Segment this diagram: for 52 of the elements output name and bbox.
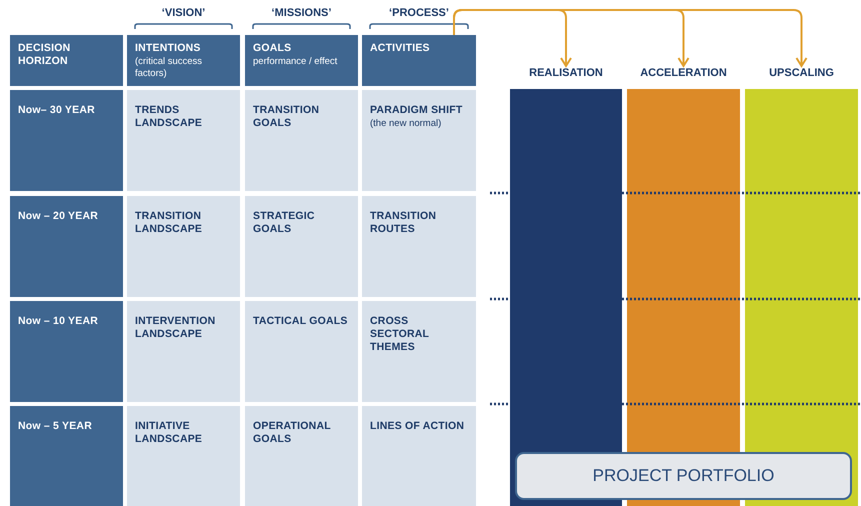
cell-title: INITIATIVE LANDSCAPE xyxy=(135,420,204,446)
arrow xyxy=(453,9,808,67)
row-header-cell xyxy=(10,90,123,191)
table-cell xyxy=(245,301,358,402)
table-cell xyxy=(127,406,240,506)
cell-title: ACTIVITIES xyxy=(370,42,431,55)
table-cell xyxy=(362,196,476,297)
row-header-cell xyxy=(10,196,123,297)
cell-title: INTENTIONS xyxy=(135,42,202,55)
cell-title: INTERVENTION LANDSCAPE xyxy=(135,315,216,341)
cell-title: TACTICAL GOALS xyxy=(253,315,349,328)
portfolio-box xyxy=(515,452,852,500)
table-cell xyxy=(127,301,240,402)
cell-title: OPERATIONAL GOALS xyxy=(253,420,332,446)
cell-title: PARADIGM SHIFT xyxy=(370,104,464,117)
cell-title: TRANSITION ROUTES xyxy=(370,210,438,236)
cell-title: Now – 20 YEAR xyxy=(18,210,100,223)
cell-note: (the new normal) xyxy=(370,118,442,130)
table-cell xyxy=(245,196,358,297)
column-heading: UPSCALING xyxy=(768,66,835,80)
cell-title: GOALS xyxy=(253,42,292,55)
cell-note: performance / effect xyxy=(253,56,338,68)
cell-title: LINES OF ACTION xyxy=(370,420,466,433)
cell-title: STRATEGIC GOALS xyxy=(253,210,316,236)
column-heading: REALISATION xyxy=(528,66,604,80)
cell-title: Now – 10 YEAR xyxy=(18,315,100,328)
box-label: PROJECT PORTFOLIO xyxy=(592,466,774,486)
column-group-label: ‘MISSIONS’ xyxy=(270,7,332,19)
column-header-cell xyxy=(362,35,476,86)
column-group-label: ‘VISION’ xyxy=(160,7,206,19)
column-header-cell xyxy=(127,35,240,86)
column-group-label: ‘PROCESS’ xyxy=(388,7,450,19)
table-cell xyxy=(127,196,240,297)
column-heading: ACCELERATION xyxy=(639,66,728,80)
table-cell xyxy=(362,406,476,506)
table-cell xyxy=(362,90,476,191)
cell-note: (critical success factors) xyxy=(135,56,204,80)
column-header-cell xyxy=(245,35,358,86)
table-cell xyxy=(362,301,476,402)
cell-title: TRENDS LANDSCAPE xyxy=(135,104,204,130)
cell-title: DECISION HORIZON xyxy=(18,42,72,68)
column-header-cell xyxy=(10,35,123,86)
cell-title: CROSS SECTORAL THEMES xyxy=(370,315,430,354)
cell-title: Now– 30 YEAR xyxy=(18,104,96,117)
row-header-cell xyxy=(10,406,123,506)
cell-title: TRANSITION GOALS xyxy=(253,104,320,130)
table-cell xyxy=(245,406,358,506)
table-cell xyxy=(245,90,358,191)
cell-title: Now – 5 YEAR xyxy=(18,420,93,433)
cell-title: TRANSITION LANDSCAPE xyxy=(135,210,204,236)
row-header-cell xyxy=(10,301,123,402)
table-cell xyxy=(127,90,240,191)
